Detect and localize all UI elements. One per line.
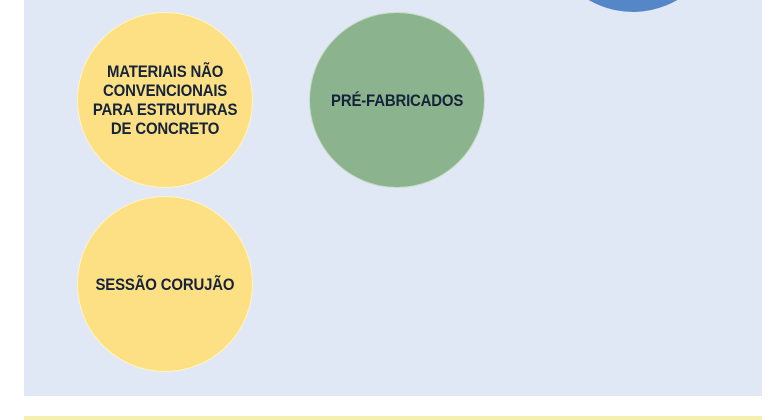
topic-sessao-corujao[interactable]: SESSÃO CORUJÃO <box>77 196 253 372</box>
topic-label: PRÉ-FABRICADOS <box>330 90 464 110</box>
next-section-strip <box>24 416 762 420</box>
topic-label: SESSÃO CORUJÃO <box>95 274 235 294</box>
topic-label: MATERIAIS NÃO CONVENCIONAIS PARA ESTRUTU… <box>92 62 238 138</box>
topic-pre-fabricados[interactable]: PRÉ-FABRICADOS <box>309 12 485 188</box>
topic-materiais-nao-convencionais[interactable]: MATERIAIS NÃO CONVENCIONAIS PARA ESTRUTU… <box>77 12 253 188</box>
